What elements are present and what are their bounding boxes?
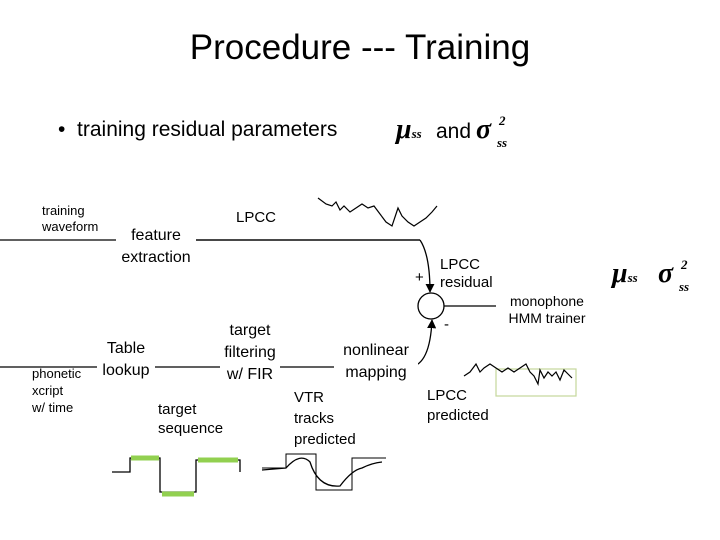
lpcc-predicted-waveform — [463, 362, 573, 386]
page-title: Procedure --- Training — [189, 28, 531, 67]
output-sigma-superscript: 2 — [681, 257, 688, 272]
lpcc-residual-label: LPCC residual — [440, 256, 493, 291]
target-filtering-block: target filtering w/ FIR — [220, 320, 280, 386]
table-lookup-block: Table lookup — [97, 338, 155, 382]
training-waveform-label: training waveform — [42, 203, 99, 234]
target-sequence-label: target sequence — [158, 401, 224, 437]
lpcc-to-sum-curve — [419, 239, 435, 293]
summing-junction — [417, 292, 445, 320]
phonetic-xcript-label: phonetic xcript w/ time — [32, 366, 82, 415]
vtr-target-overlay — [262, 453, 386, 491]
vtr-tracks-curve — [261, 457, 383, 487]
bullet-line: • training residual parameters — [58, 118, 337, 142]
lpcc-predicted-label: LPCC predicted — [427, 387, 489, 424]
monophone-hmm-trainer-block: monophone HMM trainer — [496, 293, 598, 327]
output-sigma-symbol: σ — [658, 258, 674, 289]
bullet-symbol: • — [58, 118, 66, 141]
sigma-superscript: 2 — [499, 113, 506, 128]
lpcc-waveform — [317, 197, 438, 227]
output-mu-ss-symbol: μss — [612, 258, 638, 289]
lpcc-top-label: LPCC — [236, 209, 277, 226]
lpcc-predicted-box — [495, 368, 577, 397]
vtr-tracks-label: VTR tracks predicted — [294, 389, 356, 448]
feature-extraction-block: feature extraction — [116, 225, 196, 269]
output-sigma-subscript: ss — [679, 279, 690, 294]
plus-sign: + — [415, 269, 424, 286]
sigma-subscript: ss — [497, 135, 508, 150]
minus-sign: - — [444, 316, 449, 333]
mu-ss-symbol: μss — [396, 114, 422, 145]
and-word: and — [436, 120, 472, 143]
nonlinear-mapping-block: nonlinear mapping — [334, 340, 418, 384]
bullet-text: training residual parameters — [77, 118, 338, 141]
target-sequence-waveform — [112, 457, 241, 493]
sigma-ss-squared-symbol: σ — [476, 114, 492, 145]
